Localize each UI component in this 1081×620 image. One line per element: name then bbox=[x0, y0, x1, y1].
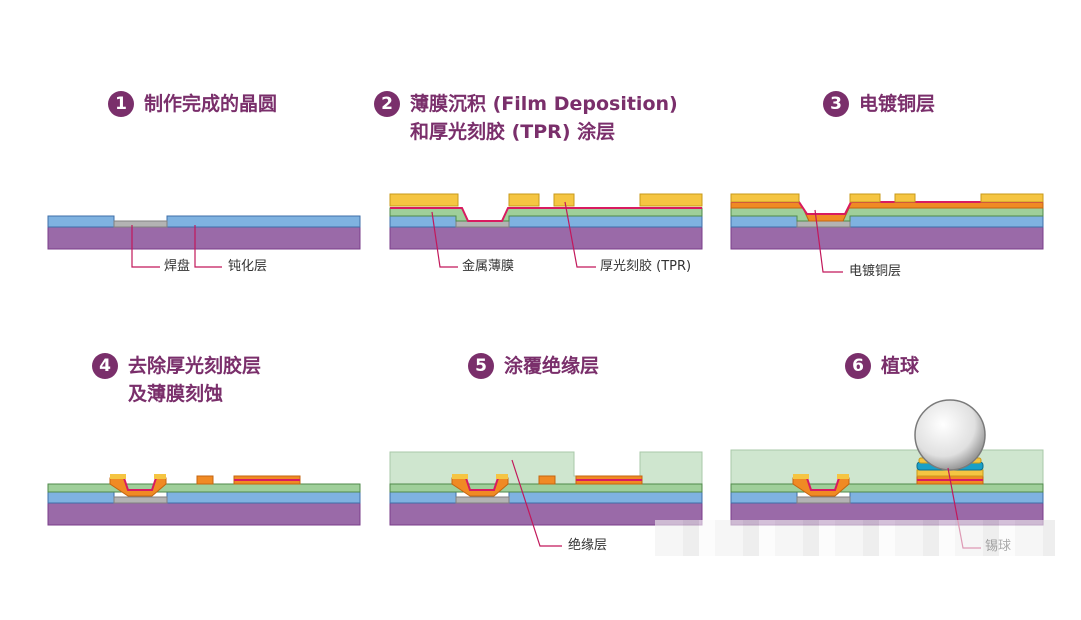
step-number-badge: 1 bbox=[108, 91, 134, 117]
bond-pad bbox=[796, 496, 851, 504]
step-title-line: 制作完成的晶圆 bbox=[144, 93, 278, 115]
step-1-title: 1 制作完成的晶圆 bbox=[108, 90, 277, 118]
wafer-cross-section bbox=[730, 193, 1044, 273]
step-number-badge: 3 bbox=[823, 91, 849, 117]
copper-trace bbox=[538, 475, 556, 485]
step-number-badge: 2 bbox=[374, 91, 400, 117]
film-callout-line bbox=[431, 211, 458, 268]
copper-pad-cap bbox=[154, 474, 166, 479]
passivation-layer bbox=[508, 215, 703, 228]
step-5-title: 5 涂覆绝缘层 bbox=[468, 352, 599, 380]
bond-pad bbox=[113, 496, 168, 504]
passivation-layer bbox=[508, 491, 703, 504]
step-6-panel: 6 植球 锡球 bbox=[723, 340, 1081, 620]
metal-film bbox=[47, 483, 361, 493]
passivation-layer bbox=[389, 491, 457, 504]
step-3-title: 3 电镀铜层 bbox=[823, 90, 935, 118]
photoresist-block bbox=[639, 193, 703, 207]
copper-pad-cap bbox=[452, 474, 468, 479]
step-1-panel: 1 制作完成的晶圆 焊盘 钝化层 bbox=[40, 80, 400, 360]
copper-pad-cap bbox=[837, 474, 849, 479]
passivation-layer bbox=[730, 215, 798, 228]
photoresist-block bbox=[894, 193, 916, 203]
wafer-substrate bbox=[47, 226, 361, 250]
copper-pad-cap bbox=[110, 474, 126, 479]
passivation-layer bbox=[166, 215, 361, 228]
step-4-panel: 4 去除厚光刻胶层 及薄膜刻蚀 bbox=[40, 340, 400, 620]
copper-pad-cap bbox=[793, 474, 809, 479]
passivation-layer bbox=[166, 491, 361, 504]
watermark-overlay bbox=[655, 520, 1055, 556]
insulation-label: 绝缘层 bbox=[568, 538, 608, 553]
wafer-cross-section bbox=[730, 399, 1044, 549]
photoresist-block bbox=[553, 193, 575, 207]
step-title-line: 去除厚光刻胶层 bbox=[128, 355, 262, 377]
photoresist-block bbox=[730, 193, 800, 203]
step-number-badge: 5 bbox=[468, 353, 494, 379]
bond-pad bbox=[113, 220, 168, 228]
photoresist-block bbox=[389, 193, 459, 207]
passivation-layer bbox=[47, 491, 115, 504]
insulation-callout-line bbox=[511, 459, 562, 547]
step-number-badge: 6 bbox=[845, 353, 871, 379]
step-title-line: 及薄膜刻蚀 bbox=[128, 383, 224, 405]
bond-pad bbox=[455, 496, 510, 504]
photoresist-block bbox=[849, 193, 881, 203]
seam-line bbox=[390, 207, 702, 222]
wafer-cross-section bbox=[47, 474, 361, 526]
metal-film bbox=[730, 483, 1044, 493]
photoresist-block bbox=[980, 193, 1044, 203]
step-4-title: 4 去除厚光刻胶层 及薄膜刻蚀 bbox=[92, 352, 261, 408]
copper-pad-cap bbox=[496, 474, 508, 479]
copper-callout-line bbox=[814, 209, 843, 273]
passivation-layer bbox=[849, 215, 1044, 228]
passivation-layer bbox=[47, 215, 115, 228]
pad-label: 焊盘 bbox=[164, 259, 191, 274]
copper-trace bbox=[196, 475, 214, 485]
wafer-cross-section bbox=[389, 193, 703, 268]
metal-film-label: 金属薄膜 bbox=[462, 259, 515, 274]
wafer-substrate bbox=[730, 226, 1044, 250]
step-2-title: 2 薄膜沉积 (Film Deposition) 和厚光刻胶 (TPR) 涂层 bbox=[374, 90, 678, 146]
photoresist-block bbox=[508, 193, 540, 207]
photoresist-label: 厚光刻胶 (TPR) bbox=[600, 259, 692, 274]
solder-ball bbox=[914, 399, 986, 471]
step-3-panel: 3 电镀铜层 电镀铜层 bbox=[723, 80, 1081, 360]
passivation-layer bbox=[730, 491, 798, 504]
wafer-cross-section bbox=[389, 451, 703, 547]
resist-callout-line bbox=[564, 201, 596, 268]
copper-label: 电镀铜层 bbox=[849, 264, 902, 279]
wafer-cross-section bbox=[47, 215, 361, 268]
passivation-callout-line bbox=[194, 225, 222, 268]
step-title-line: 涂覆绝缘层 bbox=[504, 355, 600, 377]
metal-film bbox=[389, 483, 703, 493]
passivation-label: 钝化层 bbox=[228, 259, 268, 274]
pad-callout-line bbox=[131, 225, 160, 268]
step-title-line: 植球 bbox=[881, 355, 920, 377]
step-2-panel: 2 薄膜沉积 (Film Deposition) 和厚光刻胶 (TPR) 涂层 … bbox=[374, 80, 742, 360]
under-bump-gold bbox=[916, 469, 984, 477]
step-6-title: 6 植球 bbox=[845, 352, 919, 380]
step-number-badge: 4 bbox=[92, 353, 118, 379]
step-title-line: 和厚光刻胶 (TPR) 涂层 bbox=[410, 121, 616, 143]
wafer-substrate bbox=[47, 502, 361, 526]
step-5-panel: 5 涂覆绝缘层 绝缘层 bbox=[382, 340, 742, 620]
step-title-line: 薄膜沉积 (Film Deposition) bbox=[410, 93, 678, 115]
passivation-layer bbox=[389, 215, 457, 228]
step-title-line: 电镀铜层 bbox=[859, 93, 936, 115]
bond-pad bbox=[796, 220, 851, 228]
passivation-layer bbox=[849, 491, 1044, 504]
